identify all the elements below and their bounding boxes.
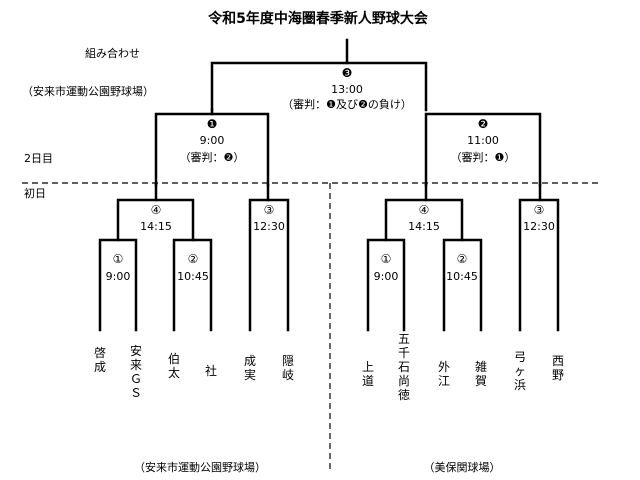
match-right-4-number: ④ (418, 203, 430, 217)
team-name: 成実 (243, 354, 256, 382)
r1-right-1-number: ① (380, 252, 392, 266)
match-right-4-time: 14:15 (408, 220, 440, 233)
header-label: 組み合わせ (85, 47, 140, 60)
semi-left-number: ❶ (206, 117, 218, 131)
venue-top-left: （安来市運動公園野球場） (22, 85, 154, 98)
match-right-3-time: 12:30 (523, 220, 555, 233)
team-name: 西野 (551, 354, 564, 382)
r1-left-2-time: 10:45 (177, 270, 209, 283)
r1-left-1-time: 9:00 (105, 270, 131, 283)
r1-right-2-time: 10:45 (446, 270, 478, 283)
semi-left-umpire: （審判：❷） (179, 151, 245, 164)
match-left-3-time: 12:30 (253, 220, 285, 233)
team-name: 伯太 (167, 352, 180, 380)
day2-label: 2日目 (24, 152, 53, 165)
team-name: 弓ヶ浜 (513, 350, 526, 392)
team-name: 社 (204, 364, 217, 378)
match-left-3-number: ③ (263, 203, 275, 217)
match-left-4-number: ④ (150, 203, 162, 217)
team-name: 五千石尚徳 (397, 332, 410, 402)
venue-bottom-right: （美保関球場） (423, 461, 501, 474)
semi-left-time: 9:00 (199, 134, 225, 147)
day1-label: 初日 (24, 187, 46, 200)
semi-right-number: ❷ (477, 117, 489, 131)
final-umpire: （審判：❶及び❷の負け） (282, 98, 412, 111)
team-name: 雑賀 (474, 360, 487, 388)
match-right-3-number: ③ (533, 203, 545, 217)
page-title: 令和5年度中海圏春季新人野球大会 (208, 11, 428, 27)
r1-left-2-number: ② (187, 252, 199, 266)
final-number: ❸ (341, 66, 353, 80)
r1-right-1-time: 9:00 (373, 270, 399, 283)
match-left-4-time: 14:15 (140, 220, 172, 233)
r1-left-1-number: ① (112, 252, 124, 266)
team-name: 啓成 (93, 346, 106, 374)
r1-right-2-number: ② (456, 252, 468, 266)
final-time: 13:00 (331, 83, 363, 96)
team-name: 安来ＧＳ (129, 344, 142, 400)
team-name: 隠岐 (281, 354, 294, 382)
semi-right-time: 11:00 (467, 134, 499, 147)
team-name: 上道 (361, 360, 374, 388)
team-name: 外江 (437, 360, 450, 388)
venue-bottom-left: （安来市運動公園野球場） (134, 461, 266, 474)
semi-right-umpire: （審判：❶） (450, 151, 516, 164)
